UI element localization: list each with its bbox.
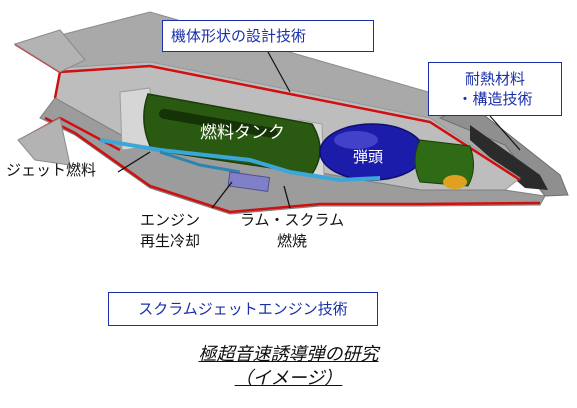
scramjet-technology-text: スクラムジェットエンジン技術 [138, 300, 348, 318]
caption-subtitle-text: （イメージ） [234, 368, 343, 389]
ram-line-1: ラム・スクラム [240, 211, 345, 229]
engine-line-1: エンジン [140, 211, 201, 229]
red-skin-edge-upper [59, 64, 521, 182]
engine-cooling-label: エンジン 再生冷却 [140, 210, 200, 252]
warhead-highlight [334, 131, 378, 149]
fuel-pipe-2 [159, 150, 241, 174]
design-pointer [267, 51, 291, 93]
fuel-tank-label: 燃料タンク [200, 123, 285, 143]
orange-component [443, 175, 467, 189]
caption-subtitle: （イメージ） [0, 368, 577, 390]
rear-fin [13, 29, 86, 73]
ram-scram-combustion-label: ラム・スクラム 燃焼 [240, 210, 344, 252]
warhead-label: 弾頭 [353, 148, 384, 166]
jet-fuel-pointer [117, 151, 151, 173]
material-line-2: ・構造技術 [457, 90, 533, 108]
nose-dark-window [470, 125, 548, 190]
airframe-lower-surface [39, 97, 546, 215]
combustor-block [227, 171, 271, 192]
jet-fuel-label: ジェット燃料 [6, 161, 97, 179]
red-skin-edge-lower [44, 116, 541, 214]
caption-title-text: 極超音速誘導弾の研究 [198, 344, 379, 365]
scramjet-technology-label: スクラムジェットエンジン技術 [108, 292, 378, 326]
design-technology-text: 機体形状の設計技術 [171, 27, 307, 45]
engine-line-2: 再生冷却 [140, 232, 201, 250]
ram-line-2: 燃焼 [277, 232, 308, 250]
caption-title: 極超音速誘導弾の研究 [0, 344, 577, 366]
material-pointer [489, 115, 521, 151]
design-technology-label: 機体形状の設計技術 [162, 20, 374, 52]
tank-inner-channel [159, 108, 278, 138]
rear-fin-lower [17, 117, 71, 166]
engine-pointer [211, 181, 233, 209]
fuel-pipe [99, 138, 381, 183]
heat-resistant-material-label: 耐熱材料 ・構造技術 [428, 62, 562, 116]
ram-pointer [283, 185, 291, 209]
material-line-1: 耐熱材料 [464, 70, 525, 88]
electronics-section [414, 139, 474, 187]
